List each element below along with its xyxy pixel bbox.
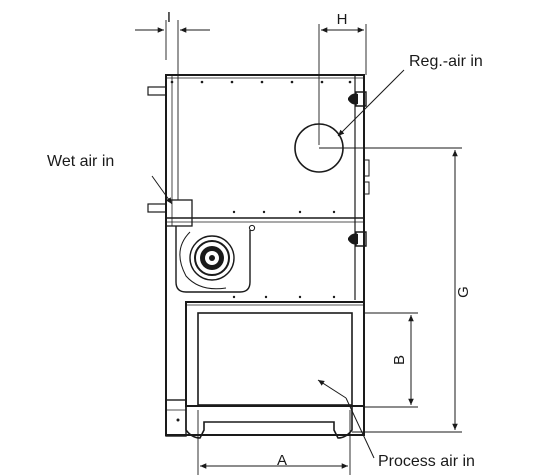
- dimension-a: A: [197, 410, 351, 475]
- process-air-section: [185, 301, 365, 407]
- label-b: B: [391, 355, 408, 365]
- label-wet-air-in: Wet air in: [47, 153, 114, 170]
- middle-panel: [166, 210, 364, 223]
- unit-outline: [165, 74, 365, 436]
- wet-air-pipe: [147, 86, 193, 227]
- label-g: G: [455, 286, 472, 298]
- door-handle-lower: [348, 231, 367, 247]
- label-h: H: [337, 11, 348, 28]
- door-handle-upper: [348, 91, 367, 107]
- dimension-i: I: [135, 9, 210, 200]
- label-a: A: [277, 452, 287, 469]
- left-leg: [165, 399, 187, 437]
- label-process-air-in: Process air in: [378, 453, 475, 470]
- base-feet: [185, 405, 364, 439]
- dimension-g: G: [319, 147, 472, 433]
- right-wall-details: [363, 159, 370, 195]
- fan-housing: [175, 224, 256, 293]
- callout-reg-air-in: Reg.-air in: [337, 53, 483, 137]
- label-reg-air-in: Reg.-air in: [409, 53, 483, 70]
- label-i: I: [167, 9, 171, 26]
- callout-wet-air-in: Wet air in: [47, 153, 173, 205]
- rivet-row-top: [170, 80, 352, 84]
- dimension-h: H: [318, 11, 367, 145]
- callout-process-air-in: Process air in: [317, 379, 475, 470]
- rivet-row-lower: [232, 295, 336, 299]
- dimension-b: B: [364, 312, 418, 408]
